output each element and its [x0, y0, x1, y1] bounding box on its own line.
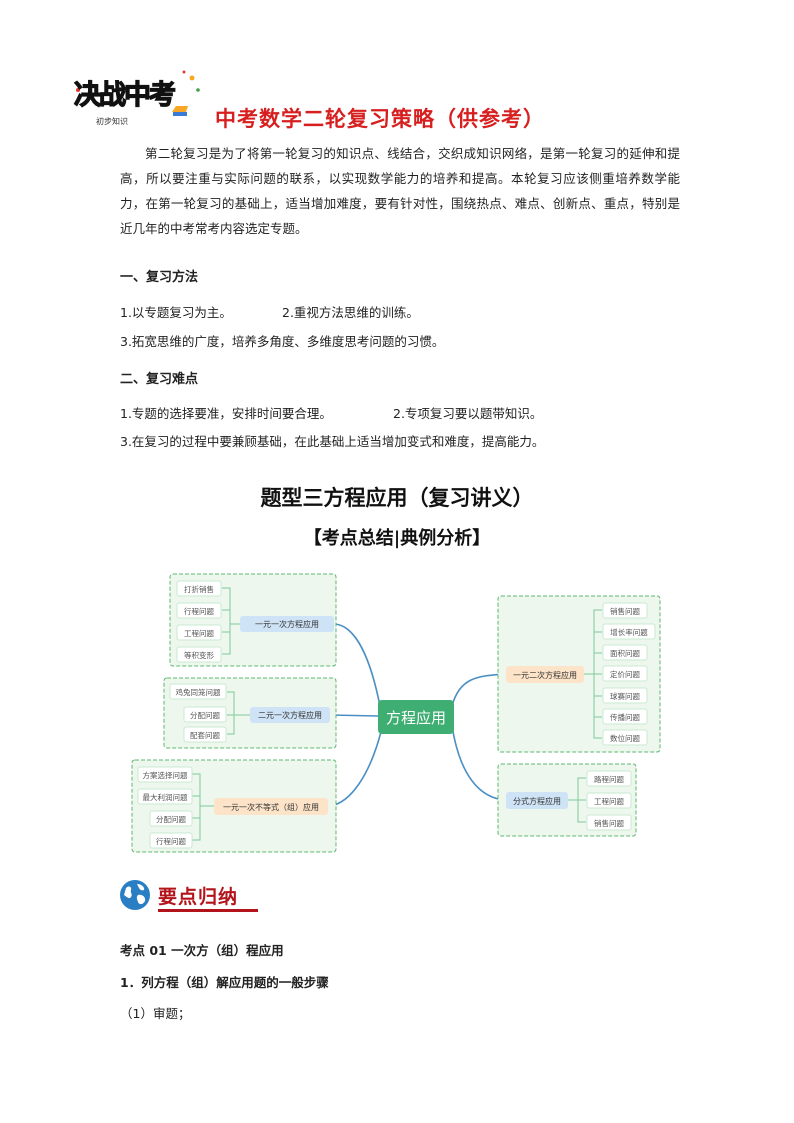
leaf-discount-sales: 打折销售 — [184, 584, 214, 594]
leaf-matching-problem: 配套问题 — [190, 730, 220, 740]
leaf-chicken-rabbit: 鸡兔同笼问题 — [176, 687, 221, 697]
section-title: 要点归纳 — [158, 886, 239, 908]
branch-node-fractional — [506, 792, 568, 809]
branch-1-links — [222, 587, 240, 655]
intro-text: 第二轮复习是为了将第一轮复习的知识点、线结合，交织成知识网络，是第一轮复习的延伸… — [120, 146, 680, 236]
mind-map: 打折销售 行程问题 工程问题 等积变形 一元一次方程应用 鸡兔同笼问题 分配问题… — [131, 573, 661, 853]
leaf-work-problem: 工程问题 — [184, 629, 214, 638]
difficulty-item-2: 2.专项复习要以题带知识。 — [393, 406, 543, 421]
branch-3-leaves — [137, 766, 193, 849]
branch-label-system-equation: 二元一次方程应用 — [258, 710, 322, 720]
logo-decoration — [76, 70, 200, 116]
leaf-allocation-problem-2: 分配问题 — [156, 815, 186, 824]
logo-text: 决战中考 — [74, 80, 175, 111]
steps-heading: 1．列方程（组）解应用题的一般步骤 — [120, 975, 329, 990]
intro-paragraph: 第二轮复习是为了将第一轮复习的知识点、线结合，交织成知识网络，是第一轮复习的延伸… — [120, 141, 680, 241]
leaf-equal-area-transform: 等积变形 — [184, 650, 214, 660]
branch-node-quadratic — [506, 666, 584, 683]
center-label: 方程应用 — [386, 709, 446, 727]
document-title: 中考数学二轮复习策略（供参考） — [215, 107, 545, 131]
leaf-travel-problem: 行程问题 — [184, 606, 214, 616]
section-badge: 要点归纳 — [118, 878, 258, 918]
branch-node-inequality — [214, 798, 328, 815]
branch-label-linear-equation: 一元一次方程应用 — [255, 619, 319, 629]
logo-subtext: 初步知识 — [96, 116, 128, 126]
leaf-sales-problem-2: 销售问题 — [594, 818, 624, 828]
globe-icon — [120, 880, 150, 910]
branch-label-inequality: 一元一次不等式（组）应用 — [223, 802, 319, 812]
branch-label-fractional: 分式方程应用 — [513, 796, 561, 806]
difficulties-heading: 二、复习难点 — [120, 372, 199, 387]
leaf-digit-problem: 数位问题 — [610, 733, 640, 743]
leaf-distance-problem: 路程问题 — [594, 774, 624, 784]
branch-2-links — [227, 691, 250, 735]
leaf-ball-game: 球赛问题 — [610, 691, 640, 701]
leaf-allocation-problem: 分配问题 — [190, 711, 220, 720]
methods-heading: 一、复习方法 — [120, 270, 199, 285]
branch-5-leaves — [586, 770, 632, 831]
branch-2-leaves — [169, 683, 227, 743]
leaf-travel-problem-2: 行程问题 — [156, 836, 186, 846]
branch-1-leaves — [176, 580, 222, 663]
lecture-subtitle: 【考点总结|典例分析】 — [303, 528, 491, 549]
leaf-sales-problem: 销售问题 — [610, 606, 640, 616]
leaf-growth-rate: 增长率问题 — [610, 627, 648, 637]
difficulty-item-1: 1.专题的选择要准，安排时间要合理。 — [120, 406, 332, 421]
lecture-title: 题型三方程应用（复习讲义） — [260, 485, 534, 510]
center-node — [378, 700, 454, 734]
leaf-area-problem: 面积问题 — [610, 648, 640, 658]
leaf-max-profit: 最大利润问题 — [143, 792, 188, 802]
method-item-2: 2.重视方法思维的训练。 — [282, 305, 419, 320]
leaf-plan-choice: 方案选择问题 — [143, 770, 188, 780]
method-item-1: 1.以专题复习为主。 — [120, 305, 232, 320]
leaf-work-problem-2: 工程问题 — [594, 797, 624, 806]
branch-node-system-equation — [250, 707, 330, 723]
kaodian-heading: 考点 01 一次方（组）程应用 — [120, 943, 284, 958]
leaf-spread-problem: 传播问题 — [610, 712, 640, 722]
method-item-3: 3.拓宽思维的广度，培养多角度、多维度思考问题的习惯。 — [120, 334, 445, 349]
logo: 决战中考 初步知识 — [73, 70, 200, 126]
difficulty-item-3: 3.在复习的过程中要兼顾基础，在此基础上适当增加变式和难度，提高能力。 — [120, 434, 545, 449]
branch-5-links — [568, 777, 586, 823]
section-underline — [158, 909, 258, 912]
branch-4-links — [584, 609, 602, 739]
step-1: （1）审题； — [120, 1006, 191, 1021]
branch-4-leaves — [602, 602, 656, 746]
branch-label-quadratic: 一元二次方程应用 — [513, 670, 577, 680]
leaf-pricing-problem: 定价问题 — [610, 669, 640, 679]
branch-3-links — [192, 773, 214, 841]
branch-node-linear-equation — [240, 616, 334, 632]
